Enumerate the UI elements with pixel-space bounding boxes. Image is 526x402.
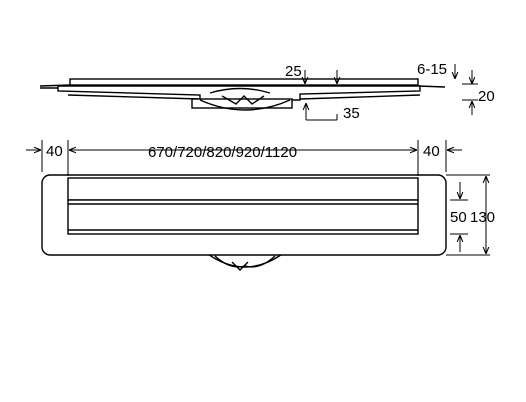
dim-right-margin: 40 [423,143,440,160]
dim-total-width: 130 [470,209,495,226]
outlet-body [191,98,293,109]
tray-profile [57,85,421,101]
dim-adjust-range: 6-15 [417,61,447,78]
right-flange [417,85,446,88]
dim-total-height: 20 [478,88,495,105]
side-dimensions [305,64,478,121]
dim-left-margin: 40 [46,143,63,160]
dim-channel-width: 50 [450,209,467,226]
dim-top-thickness: 25 [285,63,302,80]
dim-body-height: 35 [343,105,360,122]
cover-plate [69,78,419,86]
top-view [41,174,447,271]
outlet-siphon [221,95,265,105]
top-dimensions [26,140,490,256]
side-view [39,78,446,111]
channel-top [67,177,419,201]
channel-grate [67,199,419,235]
dim-length-options: 670/720/820/920/1120 [148,144,297,161]
